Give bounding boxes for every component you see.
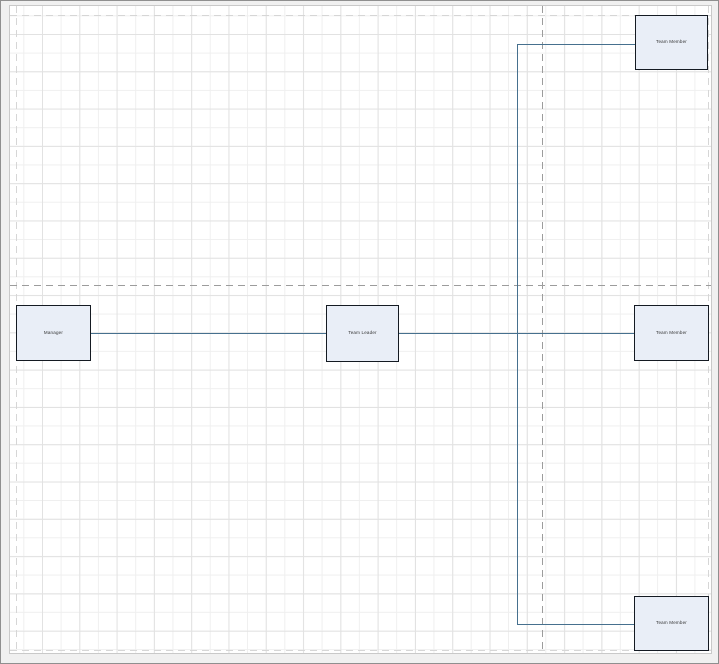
page-break-horizontal-line [10, 285, 711, 286]
node-label: Manager [43, 329, 64, 335]
node-team-member-bottom[interactable]: Team Member [634, 596, 709, 651]
node-label: Team Leader [348, 330, 377, 336]
connector-segment[interactable] [517, 44, 519, 624]
page-margin-bottom-line [10, 650, 711, 651]
node-team-leader[interactable]: Team Leader [326, 305, 399, 362]
connector-segment[interactable] [517, 43, 635, 45]
node-label: Team Member [656, 39, 687, 45]
page-break-vertical-line [542, 6, 543, 653]
node-label: Team Member [656, 329, 687, 335]
node-team-member-middle[interactable]: Team Member [634, 305, 709, 361]
page-margin-top-line [10, 15, 711, 16]
node-manager[interactable]: Manager [16, 305, 91, 361]
connector-segment[interactable] [399, 332, 634, 334]
connector-segment[interactable] [517, 623, 634, 625]
node-team-member-top[interactable]: Team Member [635, 15, 708, 70]
connector-segment[interactable] [91, 332, 326, 334]
node-label: Team Member [656, 620, 687, 626]
